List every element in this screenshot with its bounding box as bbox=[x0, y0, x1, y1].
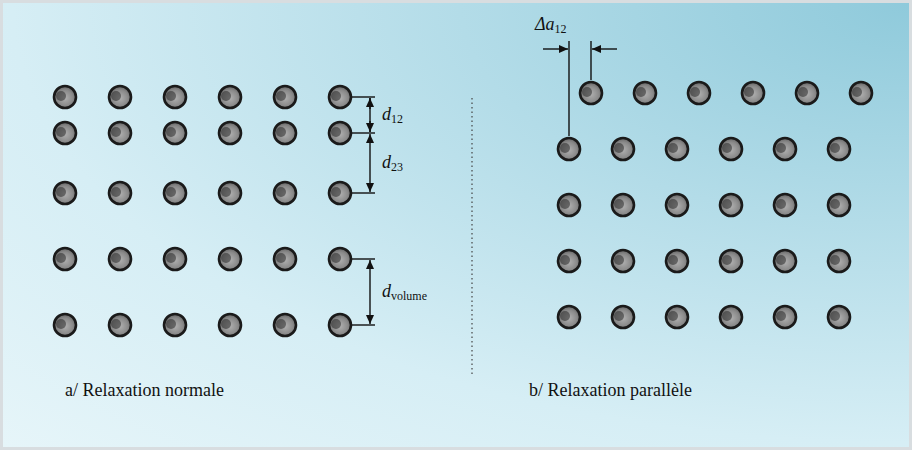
shift-label: Δa12 bbox=[535, 15, 567, 35]
atom bbox=[612, 250, 634, 272]
atom bbox=[219, 248, 241, 270]
spacing-label: d12 bbox=[382, 105, 403, 125]
atom bbox=[219, 314, 241, 336]
atom bbox=[219, 122, 241, 144]
atom bbox=[720, 306, 742, 328]
atom bbox=[54, 314, 76, 336]
atom bbox=[558, 138, 580, 160]
atom bbox=[796, 82, 818, 104]
atom bbox=[329, 182, 351, 204]
spacing-label: dvolume bbox=[382, 282, 427, 302]
dimension-tick bbox=[352, 132, 375, 133]
dimension-line bbox=[369, 98, 370, 132]
atom bbox=[274, 248, 296, 270]
atom bbox=[612, 194, 634, 216]
atom bbox=[558, 194, 580, 216]
atom bbox=[109, 314, 131, 336]
atom bbox=[828, 194, 850, 216]
atom bbox=[164, 122, 186, 144]
dimension-arrow bbox=[369, 163, 370, 192]
atom bbox=[828, 138, 850, 160]
atom bbox=[666, 138, 688, 160]
dimension-arrow bbox=[369, 292, 370, 324]
atom bbox=[634, 82, 656, 104]
atom bbox=[850, 82, 872, 104]
atom bbox=[828, 306, 850, 328]
atom bbox=[666, 250, 688, 272]
reference-line bbox=[568, 41, 569, 136]
dimension-arrow bbox=[592, 48, 617, 49]
atom bbox=[666, 194, 688, 216]
atom bbox=[774, 138, 796, 160]
atom bbox=[666, 306, 688, 328]
dimension-arrow bbox=[543, 48, 568, 49]
atom bbox=[54, 182, 76, 204]
subfigure-caption: a/ Relaxation normale bbox=[65, 381, 224, 401]
atom bbox=[109, 86, 131, 108]
dimension-tick bbox=[352, 96, 375, 97]
dimension-tick bbox=[352, 258, 375, 259]
atom bbox=[219, 182, 241, 204]
atom bbox=[720, 250, 742, 272]
atom bbox=[109, 122, 131, 144]
atom bbox=[329, 122, 351, 144]
atom bbox=[612, 138, 634, 160]
atom bbox=[274, 314, 296, 336]
atom bbox=[164, 248, 186, 270]
atom bbox=[329, 248, 351, 270]
atom bbox=[274, 182, 296, 204]
atom bbox=[688, 82, 710, 104]
atom bbox=[54, 86, 76, 108]
atom bbox=[109, 248, 131, 270]
atom bbox=[274, 86, 296, 108]
reference-line bbox=[590, 41, 591, 80]
atom bbox=[612, 306, 634, 328]
atom bbox=[329, 314, 351, 336]
atom bbox=[774, 250, 796, 272]
separator-line bbox=[471, 98, 472, 375]
dimension-tick bbox=[352, 192, 375, 193]
atom bbox=[164, 86, 186, 108]
atom bbox=[774, 306, 796, 328]
atom bbox=[164, 182, 186, 204]
atom bbox=[580, 82, 602, 104]
atom bbox=[720, 138, 742, 160]
dimension-tick bbox=[352, 324, 375, 325]
atom bbox=[219, 86, 241, 108]
atom bbox=[558, 306, 580, 328]
atom bbox=[54, 248, 76, 270]
atom bbox=[742, 82, 764, 104]
atom bbox=[109, 182, 131, 204]
subfigure-caption: b/ Relaxation parallèle bbox=[529, 381, 692, 401]
atom bbox=[828, 250, 850, 272]
atom bbox=[274, 122, 296, 144]
spacing-label: d23 bbox=[382, 153, 403, 173]
atom bbox=[720, 194, 742, 216]
dimension-arrow bbox=[369, 134, 370, 163]
atom bbox=[54, 122, 76, 144]
dimension-arrow bbox=[369, 260, 370, 292]
atom bbox=[329, 86, 351, 108]
atom bbox=[558, 250, 580, 272]
atom bbox=[164, 314, 186, 336]
atom bbox=[774, 194, 796, 216]
